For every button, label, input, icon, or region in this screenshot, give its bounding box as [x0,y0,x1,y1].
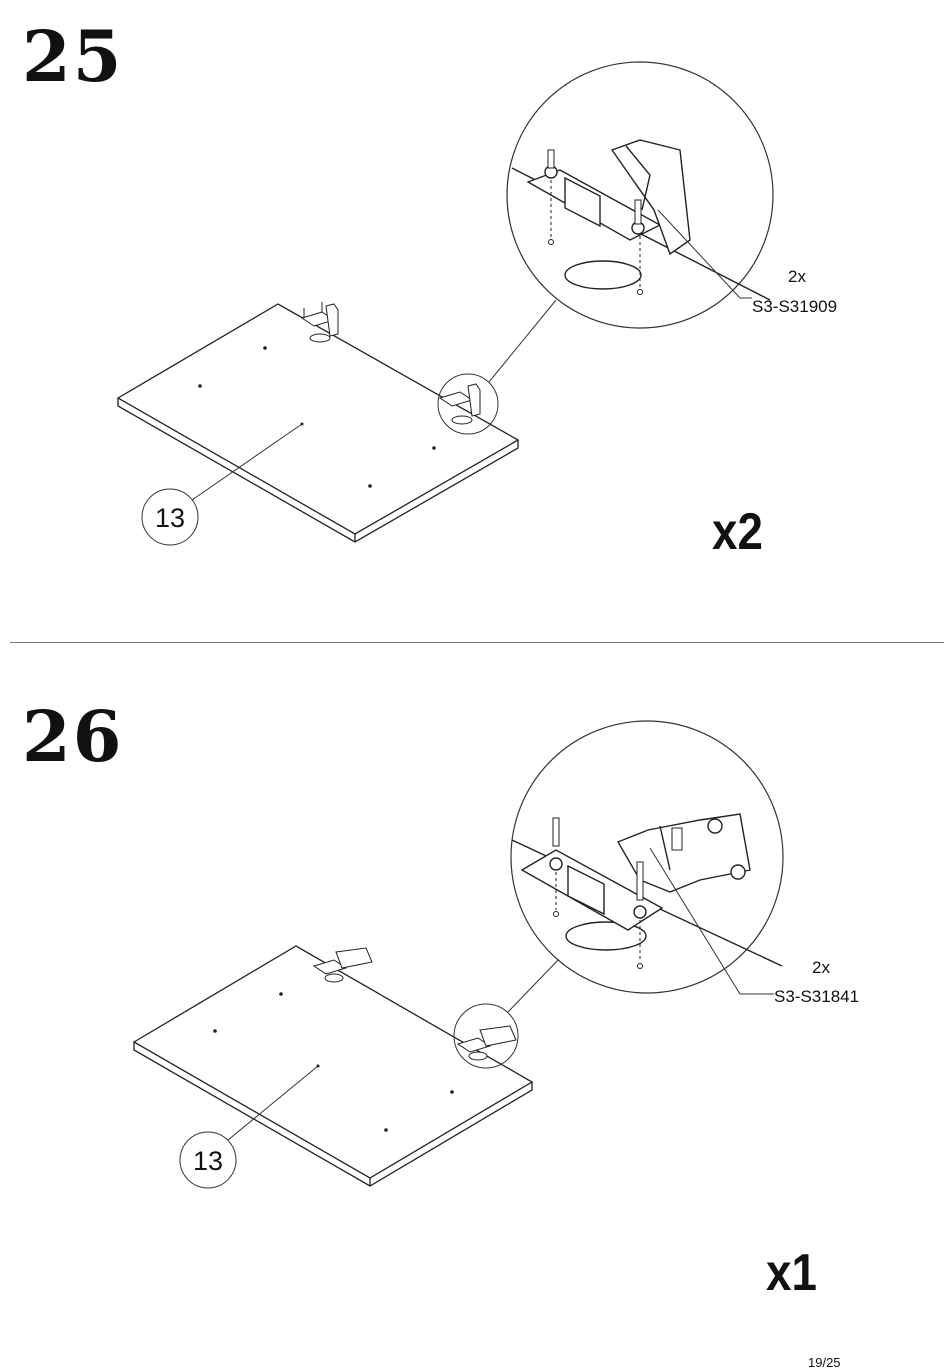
detail-leader-line [489,300,556,382]
step-divider [10,642,944,643]
hardware-code: S3-S31909 [752,297,837,316]
hardware-count: 2x [812,958,830,977]
quantity-multiplier: x1 [766,1247,817,1299]
hinge-detail-magnified [511,721,783,993]
page-number: 19/25 [808,1355,841,1370]
hardware-code: S3-S31841 [774,987,859,1006]
hinge-detail-magnified [507,62,773,328]
detail-leader-line [508,958,560,1012]
quantity-multiplier: x2 [712,506,763,558]
part-label: 13 [193,1146,223,1176]
step-25-illustration: 2x S3-S31909 13 [0,0,950,640]
part-label: 13 [155,503,185,533]
hardware-count: 2x [788,267,806,286]
